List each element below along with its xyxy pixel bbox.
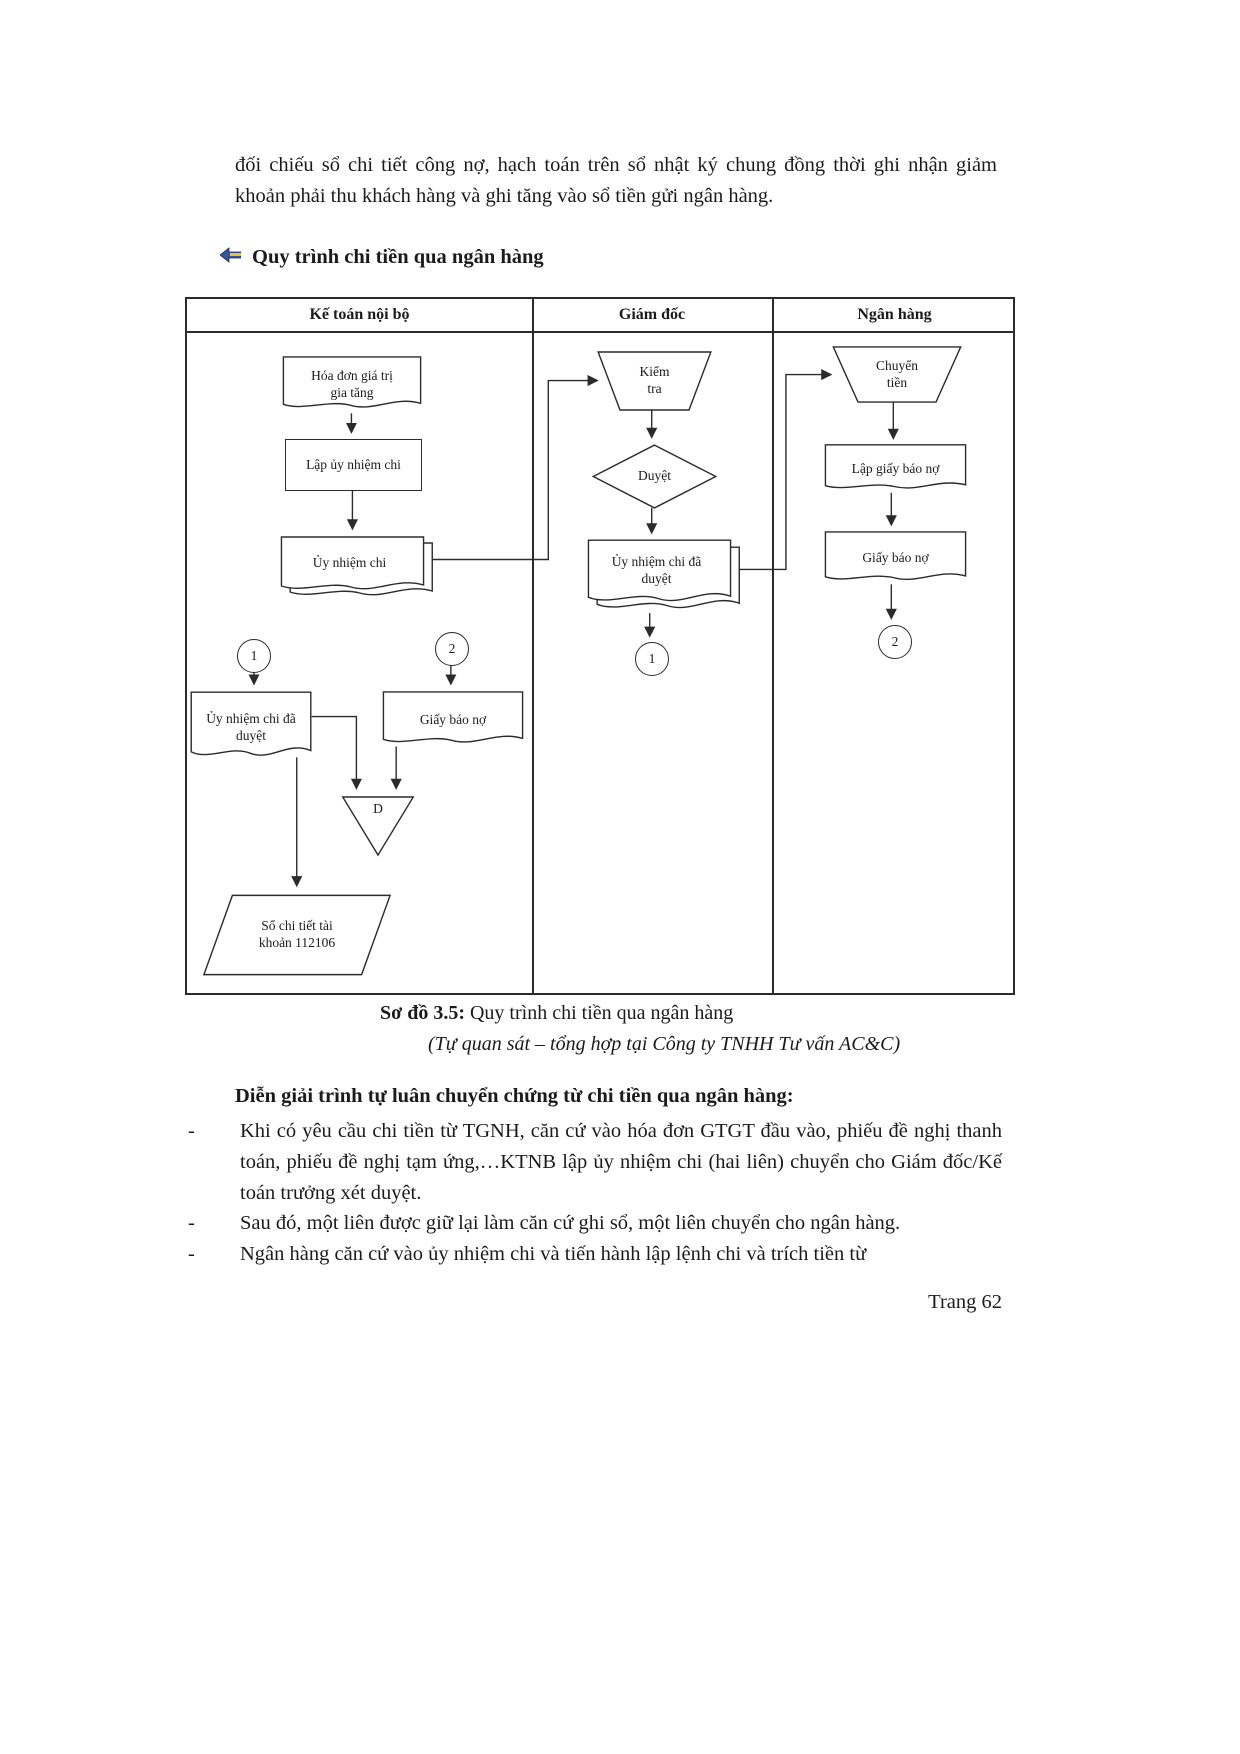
flow-node-hoa-don-gtgt: Hóa đơn giá trị gia tăng (282, 356, 422, 414)
flow-node-kiem-tra: Kiểm tra (597, 351, 712, 411)
bullet-text: Sau đó, một liên được giữ lại làm căn cứ… (240, 1212, 901, 1235)
flow-node-so-chi-tiet-112106: Sổ chi tiết tài khoản 112106 (202, 894, 392, 976)
flow-node-label: Giấy báo nợ (419, 711, 487, 727)
bullet-marker: - (188, 1120, 195, 1142)
bullet-text: Khi có yêu cầu chi tiền từ TGNH, căn cứ … (240, 1120, 1002, 1204)
flow-connector-arrows (248, 368, 899, 888)
off-page-connector-2: 2 (878, 625, 912, 659)
bullet-text: Ngân hàng căn cứ vào ủy nhiệm chi và tiế… (240, 1243, 867, 1265)
section-heading-text: Quy trình chi tiền qua ngân hàng (252, 246, 544, 268)
off-page-connector-1: 1 (237, 639, 271, 673)
bullet-marker: - (188, 1212, 195, 1235)
flow-node-giay-bao-no-ketoan: Giấy báo nợ (382, 691, 524, 749)
flow-column-header-ngan-hang: Ngân hàng (857, 306, 932, 323)
flow-node-label: Ủy nhiệm chi đã duyệt (611, 554, 702, 586)
page-number: Trang 62 (928, 1291, 1002, 1313)
bullet-list: - Khi có yêu cầu chi tiền từ TGNH, căn c… (188, 1116, 1002, 1270)
flow-node-label: Sổ chi tiết tài khoản 112106 (258, 918, 336, 950)
flow-node-label: Chuyển tiền (876, 357, 918, 390)
column-divider (532, 299, 534, 993)
flow-node-uy-nhiem-chi: Ủy nhiệm chi (280, 536, 425, 596)
flow-node-unc-da-duyet-ketoan: Ủy nhiệm chi đã duyệt (190, 691, 312, 764)
flow-column-header-ke-toan-noi-bo: Kế toán nội bộ (309, 306, 410, 323)
arrow-bullet-icon (219, 247, 242, 268)
flow-node-label: Giấy báo nợ (862, 550, 929, 566)
list-item: - Khi có yêu cầu chi tiền từ TGNH, căn c… (188, 1116, 1002, 1208)
flow-node-chuyen-tien: Chuyển tiền (832, 346, 962, 403)
column-divider (772, 299, 774, 993)
list-item: - Ngân hàng căn cứ vào ủy nhiệm chi và t… (188, 1239, 1002, 1270)
flow-node-label: Ủy nhiệm chi đã duyệt (206, 710, 296, 743)
flow-node-label: Hóa đơn giá trị gia tăng (311, 368, 393, 400)
flow-node-label: Lập giấy báo nợ (851, 460, 940, 476)
bullet-marker: - (188, 1243, 195, 1265)
flow-column-header-giam-doc: Giám đốc (618, 306, 686, 323)
flow-node-label: Duyệt (638, 468, 671, 484)
figure-caption-text: Quy trình chi tiền qua ngân hàng (464, 1002, 734, 1024)
flow-node-label: Kiểm tra (639, 364, 670, 396)
off-page-connector-2: 2 (435, 632, 469, 666)
flow-node-label: Ủy nhiệm chi (312, 554, 387, 570)
figure-caption-source: (Tự quan sát – tổng hợp tại Công ty TNHH… (428, 1033, 901, 1055)
flow-node-label: D (373, 801, 383, 816)
intro-paragraph: đối chiếu sổ chi tiết công nợ, hạch toán… (235, 154, 997, 207)
flow-node-label: Lập ủy nhiệm chi (306, 456, 401, 472)
figure-caption-label: Sơ đồ 3.5: (380, 1002, 465, 1024)
flow-node-giay-bao-no-nganhang: Giấy báo nợ (824, 531, 967, 586)
list-item: - Sau đó, một liên được giữ lại làm căn … (188, 1208, 1002, 1239)
flowchart: Kế toán nội bộ Giám đốc Ngân hàng (185, 297, 1015, 995)
flow-node-archive-d: D (342, 796, 414, 856)
flow-node-duyet: Duyệt (592, 444, 717, 509)
flow-node-unc-da-duyet-giamdoc: Ủy nhiệm chi đã duyệt (587, 539, 732, 609)
header-divider-line (187, 331, 1013, 333)
figure-caption: Sơ đồ 3.5: Quy trình chi tiền qua ngân h… (380, 1002, 733, 1025)
section-heading: Quy trình chi tiền qua ngân hàng (219, 246, 544, 269)
off-page-connector-1: 1 (635, 642, 669, 676)
detail-heading: Diễn giải trình tự luân chuyển chứng từ … (235, 1085, 794, 1107)
flow-node-lap-uy-nhiem-chi: Lập ủy nhiệm chi (285, 439, 422, 491)
flow-node-lap-giay-bao-no: Lập giấy báo nợ (824, 444, 967, 494)
